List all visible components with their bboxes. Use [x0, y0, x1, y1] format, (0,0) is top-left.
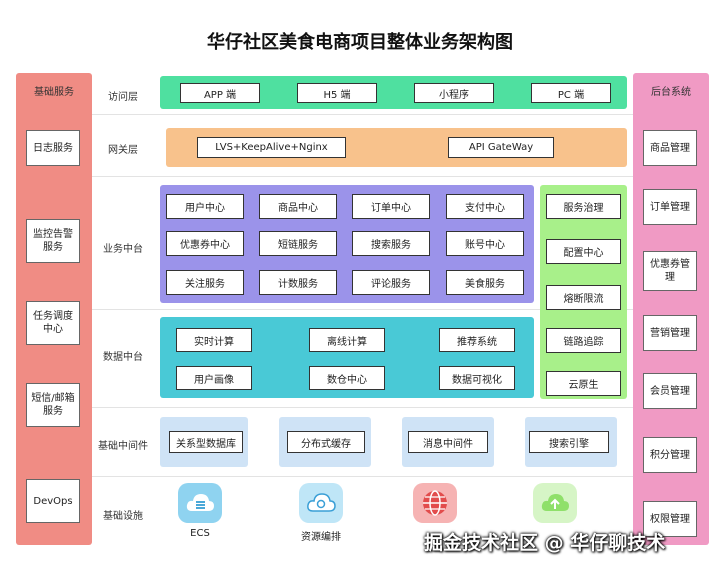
business-follow-service: 关注服务	[166, 270, 244, 295]
layer-label-data: 数据中台	[103, 352, 143, 363]
governance-service-governance: 服务治理	[546, 194, 621, 219]
infra-resource-orchestration-label: 资源编排	[301, 532, 341, 543]
middleware-distributed-cache: 分布式缓存	[287, 431, 365, 453]
layer-label-access: 访问层	[108, 92, 138, 103]
data-visualization: 数据可视化	[439, 366, 515, 390]
infra-ecs: ECS	[170, 483, 230, 539]
business-count-service: 计数服务	[259, 270, 337, 295]
business-account-center: 账号中心	[446, 231, 524, 256]
layer-divider	[92, 114, 633, 115]
governance-circuit-breaker: 熔断限流	[546, 285, 621, 310]
sidebar-item-points-management: 积分管理	[643, 437, 697, 473]
watermark: 掘金技术社区 @ 华仔聊技术	[424, 532, 666, 554]
business-order-center: 订单中心	[352, 194, 430, 219]
sidebar-item-devops: DevOps	[26, 479, 80, 523]
sidebar-item-member-management: 会员管理	[643, 373, 697, 409]
sidebar-item-task-scheduling: 任务调度中心	[26, 301, 80, 345]
layer-divider	[92, 476, 633, 477]
governance-tracing: 链路追踪	[546, 328, 621, 353]
data-user-profile: 用户画像	[176, 366, 252, 390]
sidebar-item-order-management: 订单管理	[643, 189, 697, 225]
access-pc: PC 端	[531, 83, 611, 103]
layer-divider	[92, 309, 633, 310]
business-food-service: 美食服务	[446, 270, 524, 295]
middleware-search-engine: 搜索引擎	[529, 431, 609, 453]
business-payment-center: 支付中心	[446, 194, 524, 219]
governance-cloud-native: 云原生	[546, 371, 621, 396]
sidebar-item-coupon-management: 优惠券管理	[643, 251, 697, 291]
sidebar-item-product-management: 商品管理	[643, 130, 697, 166]
middleware-message-queue: 消息中间件	[408, 431, 488, 453]
sidebar-item-marketing-management: 营销管理	[643, 315, 697, 351]
layer-label-gateway: 网关层	[108, 145, 138, 156]
data-recommend-system: 推荐系统	[439, 328, 515, 352]
infra-cloud-upload	[525, 483, 585, 523]
business-coupon-center: 优惠券中心	[166, 231, 244, 256]
layer-label-infra: 基础设施	[103, 511, 143, 522]
sidebar-item-log-service: 日志服务	[26, 130, 80, 166]
sidebar-item-monitoring-alert: 监控告警服务	[26, 219, 80, 263]
page-title: 华仔社区美食电商项目整体业务架构图	[207, 32, 513, 53]
layer-divider	[92, 407, 633, 408]
left-sidebar-basic-services: 基础服务 日志服务 监控告警服务 任务调度中心 短信/邮箱服务 DevOps	[16, 73, 92, 545]
cloud-server-icon	[178, 483, 222, 523]
business-short-link: 短链服务	[259, 231, 337, 256]
business-product-center: 商品中心	[259, 194, 337, 219]
data-realtime-compute: 实时计算	[176, 328, 252, 352]
infra-ecs-label: ECS	[190, 528, 210, 539]
left-sidebar-header: 基础服务	[34, 87, 74, 98]
access-mini-program: 小程序	[414, 83, 494, 103]
business-search-service: 搜索服务	[352, 231, 430, 256]
infra-resource-orchestration: 资源编排	[291, 483, 351, 543]
gateway-api-gateway: API GateWay	[448, 137, 554, 158]
business-comment-service: 评论服务	[352, 270, 430, 295]
sidebar-item-permission-management: 权限管理	[643, 501, 697, 537]
layer-label-business: 业务中台	[103, 244, 143, 255]
right-sidebar-backend-systems: 后台系统 商品管理 订单管理 优惠券管理 营销管理 会员管理 积分管理 权限管理	[633, 73, 709, 545]
access-app: APP 端	[180, 83, 260, 103]
cloud-upload-icon	[533, 483, 577, 523]
sidebar-item-sms-email: 短信/邮箱服务	[26, 383, 80, 427]
access-h5: H5 端	[297, 83, 377, 103]
orchestration-icon	[299, 483, 343, 523]
data-warehouse: 数仓中心	[309, 366, 385, 390]
globe-icon	[413, 483, 457, 523]
middleware-relational-db: 关系型数据库	[169, 431, 243, 453]
governance-config-center: 配置中心	[546, 239, 621, 264]
business-user-center: 用户中心	[166, 194, 244, 219]
right-sidebar-header: 后台系统	[651, 87, 691, 98]
data-offline-compute: 离线计算	[309, 328, 385, 352]
gateway-lvs-nginx: LVS+KeepAlive+Nginx	[197, 137, 346, 158]
infra-network	[405, 483, 465, 523]
layer-label-middleware: 基础中间件	[98, 441, 148, 452]
layer-divider	[92, 176, 633, 177]
